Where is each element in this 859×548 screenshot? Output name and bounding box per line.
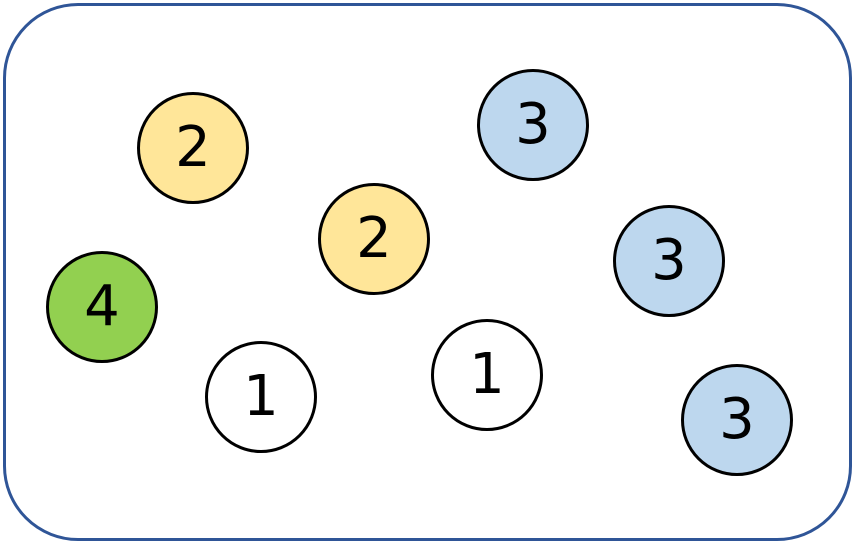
ball-2-yellow: 2 bbox=[137, 92, 249, 204]
ball-3-blue: 3 bbox=[613, 205, 725, 317]
ball-1-white: 1 bbox=[431, 319, 543, 431]
ball-1-white: 1 bbox=[205, 341, 317, 453]
ball-2-yellow: 2 bbox=[318, 183, 430, 295]
ball-3-blue: 3 bbox=[477, 69, 589, 181]
ball-4-green: 4 bbox=[46, 251, 158, 363]
ball-3-blue: 3 bbox=[681, 364, 793, 476]
